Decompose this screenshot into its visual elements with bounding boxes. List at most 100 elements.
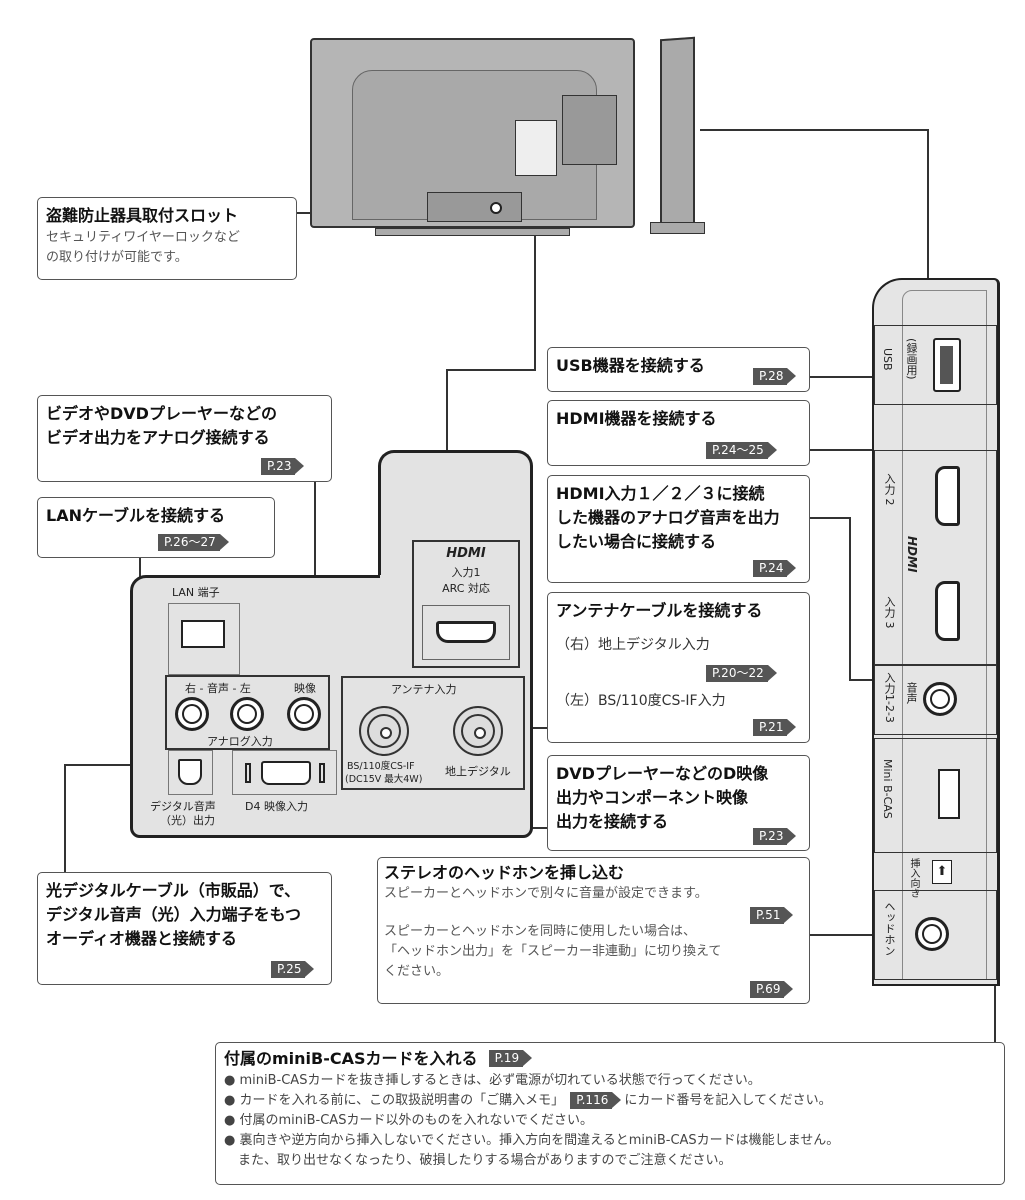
hdmi-logo: HDMI — [446, 546, 486, 561]
side-panel: USB (録画用) 入力 2 入力 3 HDMI 入力1-2-3 音声 Mini… — [872, 278, 1000, 986]
page-ref-link[interactable]: P.19 — [488, 1050, 533, 1067]
callout-title: オーディオ機器と接続する — [46, 929, 237, 948]
callout-analog-video: ビデオやDVDプレーヤーなどの ビデオ出力をアナログ接続する P.23 — [37, 395, 332, 482]
usb-sub-label: (録画用) — [905, 338, 918, 380]
audio-out-jack[interactable] — [923, 682, 957, 716]
page-ref-link[interactable]: P.28 — [753, 368, 798, 385]
arc-label: ARC 対応 — [442, 582, 490, 595]
note-item: にカード番号を記入してください。 — [624, 1093, 832, 1108]
callout-title: HDMI機器を接続する — [556, 409, 717, 428]
callout-title: USB機器を接続する — [556, 356, 705, 375]
page-ref-link[interactable]: P.51 — [750, 907, 795, 924]
antenna-label: アンテナ入力 — [391, 683, 457, 696]
note-item: miniB-CASカードを抜き挿しするときは、必ず電源が切れている状態で行ってく… — [239, 1073, 761, 1088]
headphone-jack[interactable] — [915, 917, 949, 951]
callout-lan: LANケーブルを接続する P.26～27 — [37, 497, 275, 558]
callout-theft-slot: 盗難防止器具取付スロット セキュリティワイヤーロックなど の取り付けが可能です。 — [37, 197, 297, 280]
note-item: カードを入れる前に、この取扱説明書の「ご購入メモ」 — [239, 1093, 565, 1108]
lan-jack-icon — [181, 620, 225, 648]
video-label: 映像 — [294, 682, 316, 695]
hdmi1-port-area: HDMI 入力1 ARC 対応 — [412, 540, 520, 668]
antenna-right-text: （右）地上デジタル入力 — [556, 637, 710, 653]
tv-back-illustration — [310, 38, 635, 228]
audio-label: 右 - 音声 - 左 — [185, 682, 251, 695]
callout-text: セキュリティワイヤーロックなど — [46, 230, 240, 245]
bs-power-label: (DC15V 最大4W) — [345, 774, 423, 785]
callout-title: 付属のminiB-CASカードを入れる — [224, 1049, 478, 1068]
terrestrial-antenna-jack[interactable] — [453, 706, 503, 756]
hdmi-logo: HDMI — [905, 536, 919, 573]
callout-title: 盗難防止器具取付スロット — [46, 206, 239, 225]
hdmi2-label: 入力 2 — [883, 473, 896, 506]
page-ref-link[interactable]: P.69 — [750, 981, 795, 998]
usb-port[interactable] — [933, 338, 961, 392]
callout-title: LANケーブルを接続する — [46, 506, 226, 525]
callout-hdmi: HDMI機器を接続する P.24～25 — [547, 400, 810, 466]
callout-title: したい場合に接続する — [556, 532, 717, 551]
callout-text: スピーカーとヘッドホンで別々に音量が設定できます。 — [384, 886, 708, 901]
audio-right-jack[interactable] — [175, 697, 209, 731]
hdmi3-label: 入力 3 — [883, 596, 896, 629]
page-ref-link[interactable]: P.116 — [570, 1092, 622, 1109]
callout-antenna: アンテナケーブルを接続する （右）地上デジタル入力 P.20～22 （左）BS/… — [547, 592, 810, 743]
video-jack[interactable] — [287, 697, 321, 731]
note-item: また、取り出せなくなったり、破損したりする場合がありますのでご注意ください。 — [238, 1153, 732, 1168]
callout-text: ください。 — [384, 964, 450, 979]
line-audio — [810, 517, 872, 681]
hdmi2-port[interactable] — [935, 466, 960, 526]
line-side — [700, 129, 929, 280]
d4-port[interactable] — [232, 750, 337, 795]
callout-optical: 光デジタルケーブル（市販品）で、 デジタル音声（光）入力端子をもつ オーディオ機… — [37, 872, 332, 985]
tv-side-stand — [650, 222, 705, 234]
lan-label: LAN 端子 — [172, 586, 220, 599]
tv-side-illustration — [660, 36, 695, 230]
bcas-slot[interactable] — [938, 769, 960, 819]
page-ref-link[interactable]: P.24 — [753, 560, 798, 577]
audio-left-jack[interactable] — [230, 697, 264, 731]
callout-title: ステレオのヘッドホンを挿し込む — [384, 863, 625, 882]
tv-stand — [375, 228, 570, 236]
analog-label: アナログ入力 — [207, 735, 273, 748]
page-ref-link[interactable]: P.25 — [271, 961, 316, 978]
page-ref-link[interactable]: P.23 — [753, 828, 798, 845]
callout-bcas: 付属のminiB-CASカードを入れる P.19 ● miniB-CASカードを… — [215, 1042, 1005, 1185]
page-ref-link[interactable]: P.26～27 — [158, 534, 229, 551]
optical-label: デジタル音声 — [150, 800, 216, 813]
antenna-input-area: アンテナ入力 BS/110度CS-IF (DC15V 最大4W) 地上デジタル — [341, 676, 525, 790]
page-ref-link[interactable]: P.20～22 — [706, 665, 777, 682]
callout-d-video: DVDプレーヤーなどのD映像 出力やコンポーネント映像 出力を接続する P.23 — [547, 755, 810, 851]
audio-section: 入力1-2-3 音声 — [874, 665, 997, 735]
hdmi3-port[interactable] — [935, 581, 960, 641]
audio-label: 入力1-2-3 — [883, 672, 896, 723]
callout-usb: USB機器を接続する P.28 — [547, 347, 810, 392]
analog-input-area: 右 - 音声 - 左 映像 アナログ入力 — [165, 675, 330, 750]
page-ref-link[interactable]: P.21 — [753, 719, 798, 736]
headphone-section: ヘッドホン — [874, 890, 997, 980]
callout-title: HDMI入力１／２／３に接続 — [556, 484, 765, 503]
tv-terminal-area — [515, 120, 557, 176]
insert-direction-label: 挿入向き — [908, 858, 919, 898]
callout-title: した機器のアナログ音声を出力 — [556, 508, 780, 527]
callout-title: DVDプレーヤーなどのD映像 — [556, 764, 769, 783]
note-item: 裏向きや逆方向から挿入しないでください。挿入方向を間違えるとminiB-CASカ… — [239, 1133, 840, 1148]
hdmi1-label: 入力1 — [451, 566, 481, 579]
page-ref-link[interactable]: P.24～25 — [706, 442, 777, 459]
optical-port[interactable] — [168, 750, 213, 795]
callout-title: ビデオ出力をアナログ接続する — [46, 428, 270, 447]
lan-port[interactable] — [168, 603, 240, 675]
callout-hdmi-audio: HDMI入力１／２／３に接続 した機器のアナログ音声を出力 したい場合に接続する… — [547, 475, 810, 583]
callout-title: 光デジタルケーブル（市販品）で、 — [46, 881, 301, 900]
d4-label: D4 映像入力 — [245, 800, 308, 813]
callout-title: アンテナケーブルを接続する — [556, 601, 763, 620]
audio-sub-label: 音声 — [905, 682, 918, 704]
usb-label: USB — [881, 348, 894, 371]
hdmi1-port[interactable] — [422, 605, 510, 660]
bs-cs-antenna-jack[interactable] — [359, 706, 409, 756]
headphone-label: ヘッドホン — [883, 901, 896, 956]
callout-text: スピーカーとヘッドホンを同時に使用したい場合は、 — [384, 924, 697, 939]
bs-label: BS/110度CS-IF — [347, 761, 415, 772]
page-ref-link[interactable]: P.23 — [261, 458, 306, 475]
callout-title: デジタル音声（光）入力端子をもつ — [46, 905, 302, 924]
callout-title: ビデオやDVDプレーヤーなどの — [46, 404, 277, 423]
bcas-label: Mini B-CAS — [881, 759, 894, 819]
